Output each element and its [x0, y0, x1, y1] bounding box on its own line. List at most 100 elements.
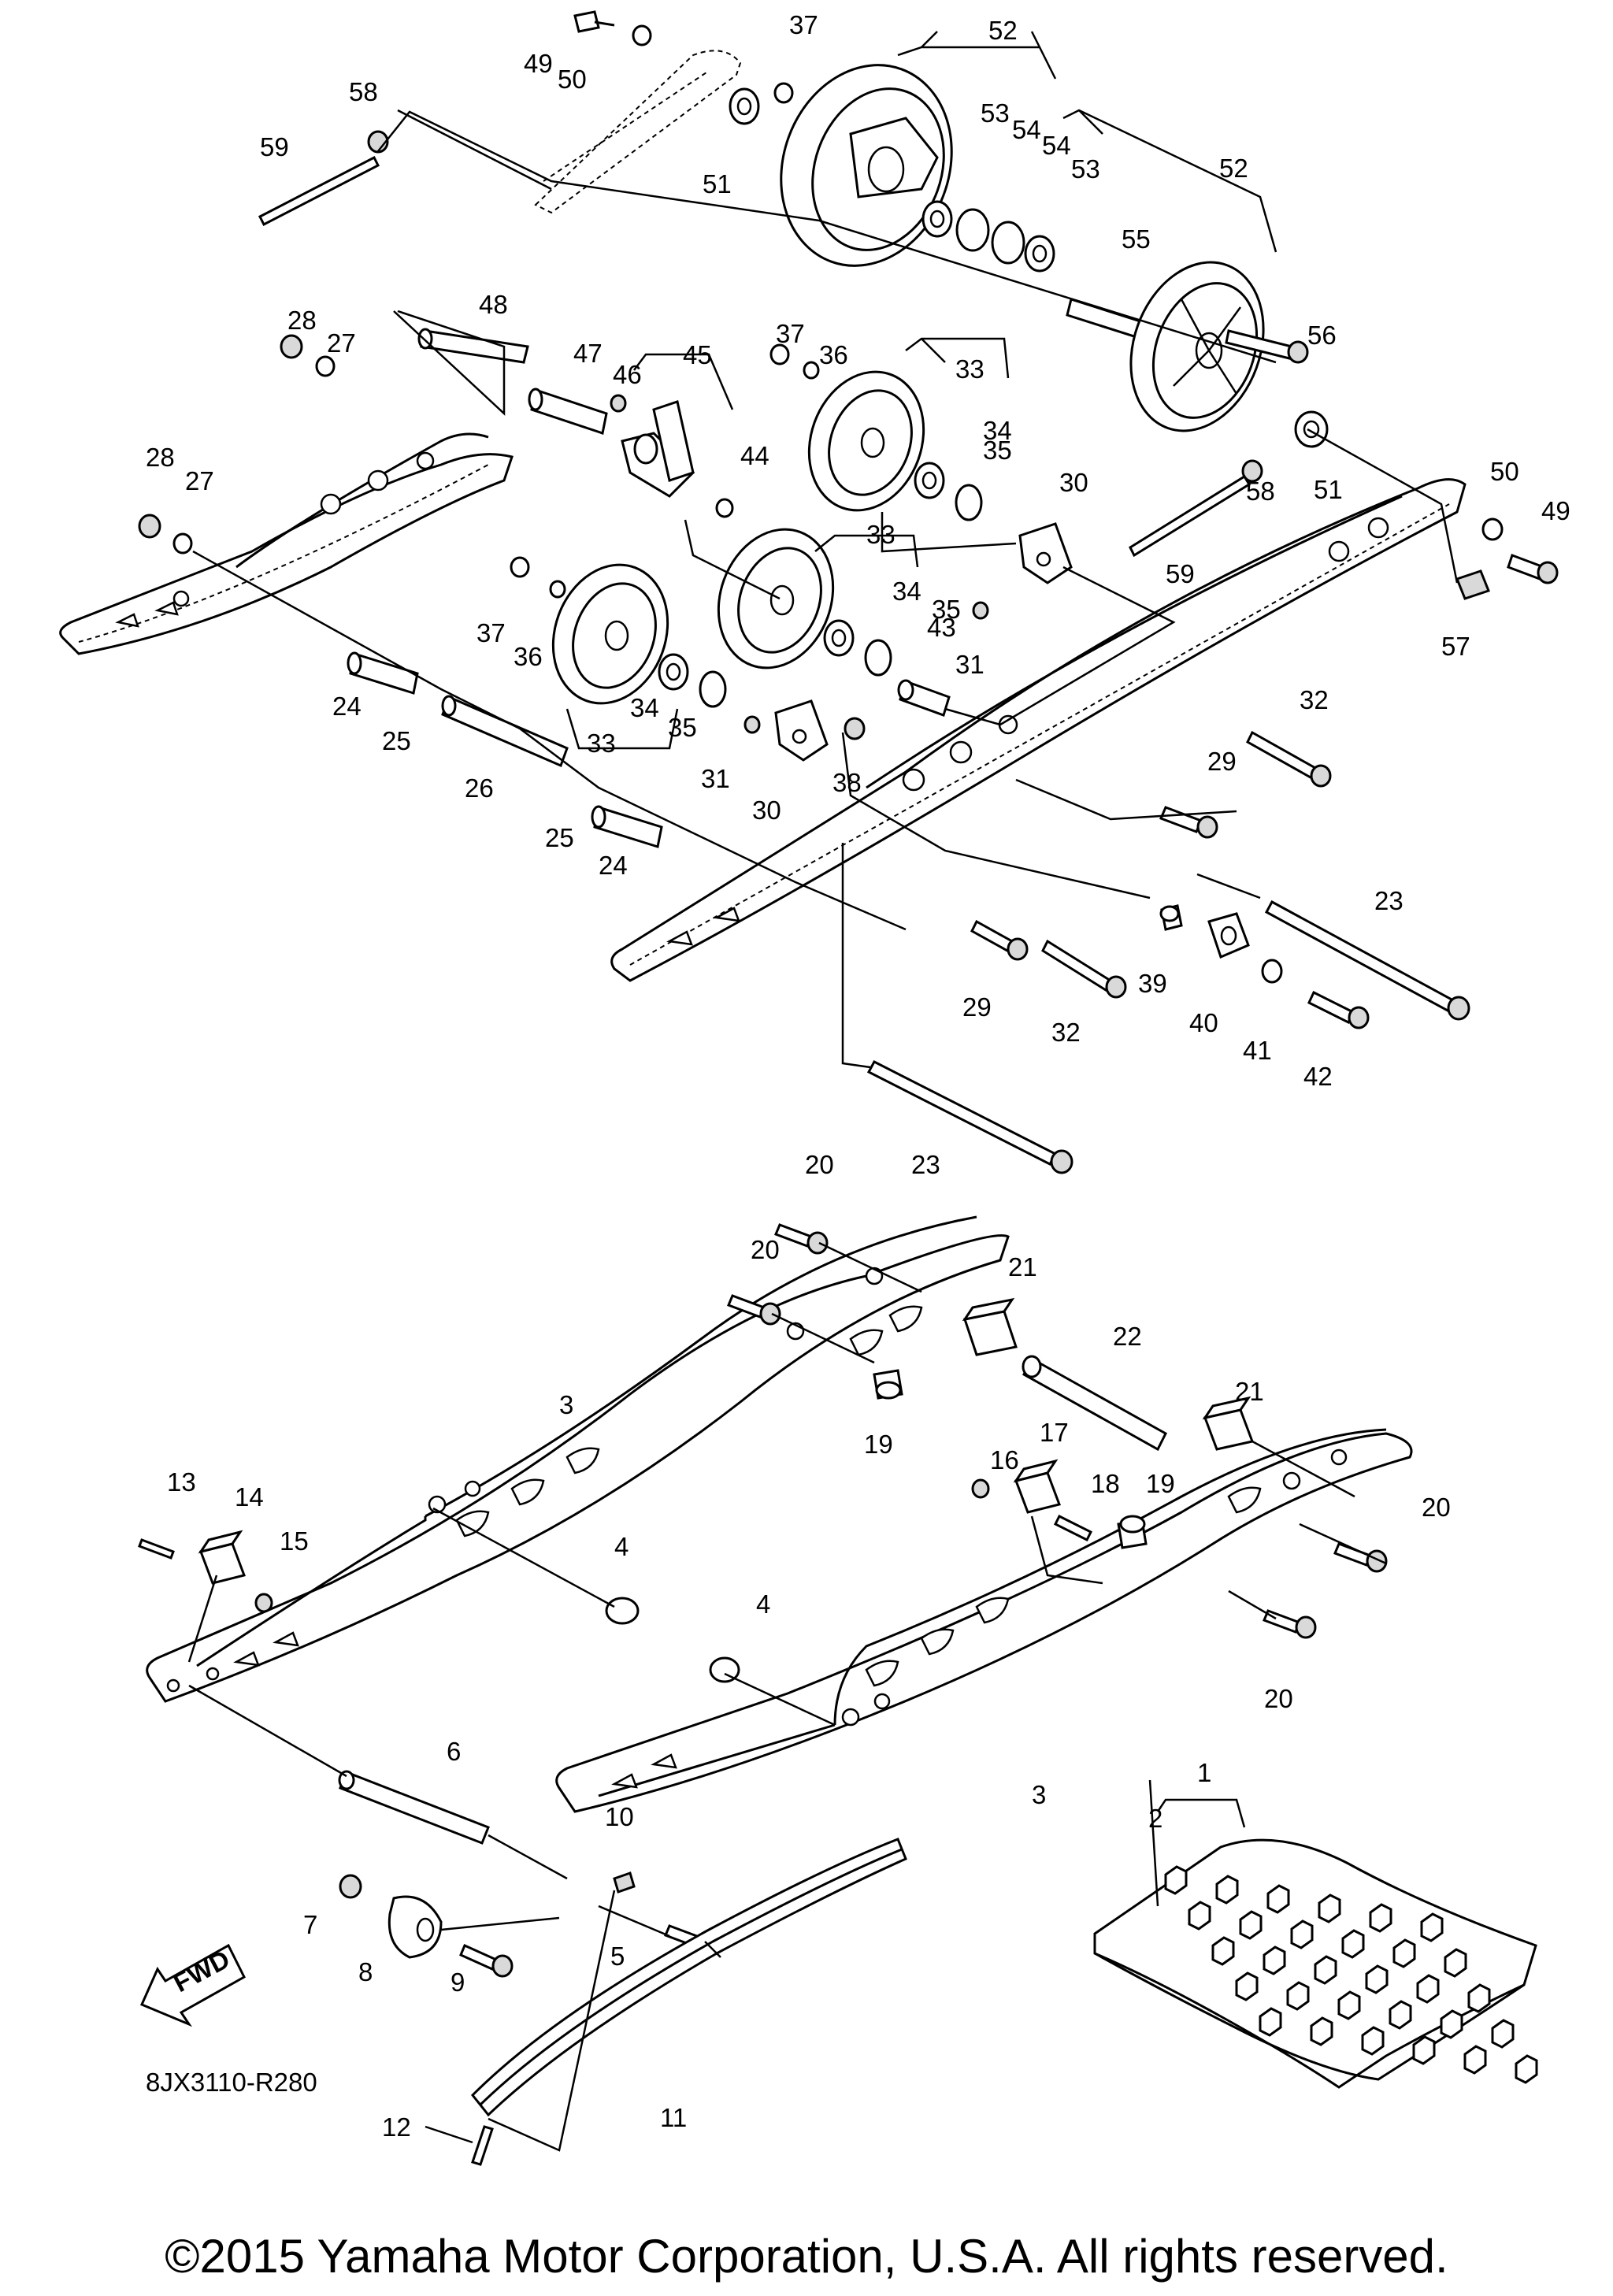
- washer-50-right: [1481, 517, 1504, 541]
- callout: 23: [911, 1150, 940, 1179]
- callout: 16: [990, 1445, 1019, 1474]
- bracket-52-right: [1062, 109, 1277, 253]
- callout: 4: [614, 1532, 629, 1561]
- callout: 59: [1166, 559, 1195, 588]
- track-lug: [1211, 1936, 1235, 1966]
- bolt-59-right: [1129, 474, 1251, 558]
- callout: 8: [358, 1957, 373, 1986]
- callout: 33: [587, 729, 616, 758]
- track-lug: [1318, 1894, 1341, 1923]
- callout: 30: [752, 796, 781, 825]
- idler-wheel-33-top: [807, 370, 925, 512]
- bearing-34-top: [914, 462, 945, 499]
- callout: 29: [1207, 747, 1237, 776]
- track-lug: [1392, 1938, 1416, 1968]
- track-lug: [1239, 1910, 1263, 1940]
- long-bolt-23-lower: [866, 1059, 1073, 1174]
- callout: 51: [1314, 475, 1343, 504]
- callout: 31: [955, 650, 984, 679]
- callout: 47: [573, 339, 603, 368]
- track-lug: [1215, 1875, 1239, 1905]
- callout: 13: [167, 1467, 196, 1497]
- track-lug: [1164, 1865, 1188, 1895]
- nut-31-upper: [972, 601, 989, 620]
- rear-idler-wheel-right: [1129, 261, 1265, 432]
- fwd-arrow-icon: FWD: [140, 1943, 246, 2027]
- callout: 57: [1441, 632, 1470, 661]
- callout: 34: [630, 693, 659, 722]
- callout: 25: [545, 823, 574, 852]
- callout: 32: [1051, 1018, 1081, 1047]
- nut-57: [1455, 569, 1490, 600]
- bolt-32-upper: [1246, 730, 1332, 788]
- bolt-20-c: [1333, 1542, 1388, 1573]
- callout: 52: [1219, 154, 1248, 183]
- track-lug: [1420, 1912, 1444, 1942]
- diagram-code: 8JX3110-R280: [146, 2068, 317, 2097]
- track-lug: [1188, 1901, 1211, 1931]
- shaft-48: [417, 328, 529, 364]
- collar-43: [897, 679, 951, 717]
- nut-38: [844, 717, 866, 740]
- bumper-8: [387, 1895, 443, 1959]
- callout: 58: [349, 77, 378, 106]
- nut-16: [971, 1478, 990, 1499]
- washer-36-mid: [803, 361, 820, 380]
- bolt-29-lower: [970, 919, 1029, 961]
- washer-4-right: [709, 1656, 740, 1683]
- bushing-40: [1207, 912, 1250, 959]
- washer-50-top: [632, 24, 652, 46]
- pin-13: [138, 1538, 175, 1560]
- copyright-notice: ©2015 Yamaha Motor Corporation, U.S.A. A…: [165, 2230, 1448, 2283]
- track-lug: [1416, 1974, 1440, 2004]
- ring-35-top: [955, 484, 983, 521]
- slider-block-21-left: [962, 1297, 1018, 1356]
- callout: 51: [703, 169, 732, 198]
- callout: 3: [559, 1390, 573, 1419]
- washer-41: [1261, 959, 1283, 984]
- callout: 34: [983, 416, 1012, 445]
- callout: 10: [605, 1802, 634, 1831]
- callout: 36: [514, 642, 543, 671]
- track-lug: [1412, 2035, 1436, 2065]
- track-lug: [1259, 2007, 1282, 2037]
- track-lug: [1440, 2009, 1463, 2039]
- callout: 37: [476, 618, 506, 647]
- bolt-49-right: [1507, 554, 1559, 584]
- nut-28-lower: [138, 514, 161, 539]
- bolt-59-top: [258, 155, 380, 227]
- callout: 27: [327, 328, 356, 358]
- track-lug: [1266, 1884, 1290, 1914]
- callout: 35: [932, 595, 961, 624]
- washer-44: [715, 498, 734, 518]
- nut-15: [254, 1593, 273, 1613]
- collar-24-lower: [591, 805, 663, 848]
- callout: 6: [447, 1737, 461, 1766]
- bracket-52-left: [897, 31, 1057, 80]
- arm-45: [621, 400, 695, 498]
- callout: 48: [479, 290, 508, 319]
- callout: 12: [382, 2112, 411, 2142]
- shaft-26: [441, 695, 569, 768]
- nut-58-right: [1241, 459, 1263, 483]
- collar-19-lower: [1117, 1515, 1148, 1549]
- callout: 1: [1197, 1758, 1211, 1787]
- bracket-30-upper: [1018, 522, 1073, 584]
- washer-36-low: [549, 580, 566, 599]
- callout: 21: [1235, 1377, 1264, 1406]
- bearing-53-left: [921, 200, 953, 238]
- callout: 20: [751, 1235, 780, 1264]
- callout: 19: [864, 1430, 893, 1459]
- collar-19-upper: [873, 1369, 903, 1400]
- callout: 53: [1071, 154, 1100, 184]
- callout: 9: [451, 1968, 465, 1997]
- bracket-45: [633, 353, 734, 410]
- washer-4-left: [605, 1597, 640, 1625]
- rear-idler-wheel-left: [780, 64, 953, 267]
- track-lug: [1515, 2054, 1538, 2084]
- track-lug: [1369, 1903, 1392, 1933]
- callout: 35: [983, 436, 1012, 465]
- callout: 23: [1374, 886, 1403, 915]
- callout: 41: [1243, 1036, 1272, 1065]
